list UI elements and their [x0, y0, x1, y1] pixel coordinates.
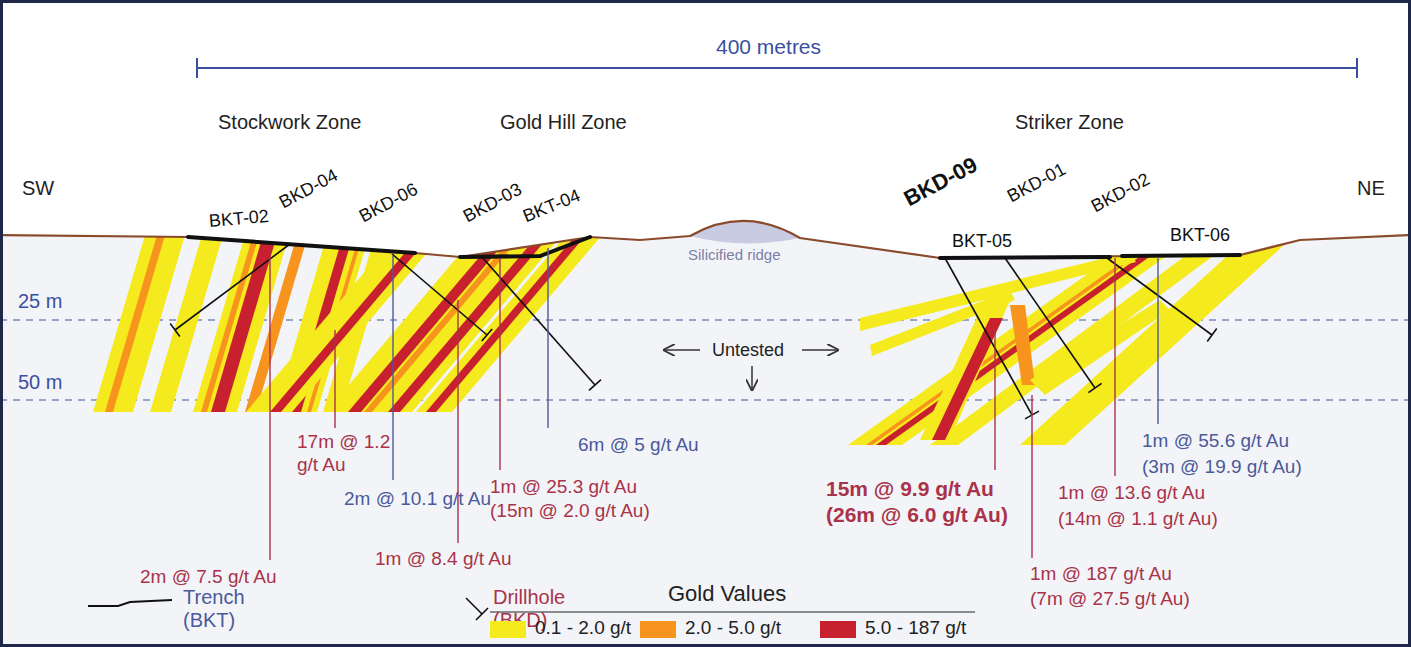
legend-text: Trench (BKT): [183, 586, 263, 632]
section-label: Untested: [712, 340, 784, 362]
section-label: 400 metres: [716, 34, 821, 59]
section-label: 1m @ 187 g/t Au: [1030, 563, 1172, 586]
gold-vein: [426, 235, 586, 412]
section-label: BKD-01: [1004, 159, 1070, 208]
section-label: BKD-09: [900, 152, 983, 213]
legend-text: 0.1 - 2.0 g/t: [535, 617, 631, 640]
drillhole-end: [589, 380, 601, 391]
trench-sample: [88, 600, 172, 606]
leader-line: [1114, 258, 1115, 476]
leader-line: [994, 330, 995, 470]
section-label: 1m @ 8.4 g/t Au: [375, 548, 512, 571]
gold-vein: [920, 300, 1010, 440]
section-label: Gold Values: [668, 581, 786, 607]
leader-line: [1031, 395, 1032, 558]
ground: [3, 221, 1408, 644]
leader-line: [499, 258, 500, 470]
drillhole: [945, 258, 1032, 415]
section-label: 50 m: [18, 370, 62, 394]
section-label: Striker Zone: [1015, 110, 1124, 134]
gold-vein: [1030, 300, 1170, 395]
drillhole-group: [170, 244, 1217, 419]
section-label: 1m @ 55.6 g/t Au: [1142, 430, 1289, 453]
scale-bar: [197, 58, 1357, 78]
drillhole-end: [170, 324, 180, 337]
leader-line: [334, 330, 335, 428]
section-label: BKD-04: [276, 165, 342, 214]
drillhole-end: [1088, 383, 1101, 392]
section-label: BKT-02: [208, 206, 270, 233]
section-label: 15m @ 9.9 g/t Au: [826, 476, 994, 501]
leader-line: [547, 248, 548, 428]
section-label: SW: [22, 176, 54, 200]
gold-vein: [932, 318, 1003, 440]
section-label: Stockwork Zone: [218, 110, 361, 134]
section-label: BKD-03: [460, 179, 526, 228]
drillhole-end: [482, 329, 492, 341]
section-label: (14m @ 1.1 g/t Au): [1058, 508, 1218, 531]
legend-text: 2.0 - 5.0 g/t: [685, 617, 781, 640]
section-label: Gold Hill Zone: [500, 110, 627, 134]
section-label: BKD-06: [356, 179, 422, 228]
section-label: (3m @ 19.9 g/t Au): [1142, 456, 1302, 479]
section-label: NE: [1357, 176, 1385, 200]
legend-swatch: [640, 621, 676, 638]
gold-vein: [1010, 305, 1035, 385]
section-label: 1m @ 25.3 g/t Au: [490, 476, 637, 499]
section-label: BKD-02: [1088, 169, 1154, 218]
leader-group: [270, 248, 1158, 560]
legend-swatch: [490, 621, 526, 638]
drillhole: [175, 244, 290, 330]
legend-swatch: [820, 621, 856, 638]
drillhole-sample: [466, 598, 488, 620]
section-label: 2m @ 7.5 g/t Au: [140, 566, 277, 589]
legend-rule: [490, 611, 975, 612]
section-label: 1m @ 13.6 g/t Au: [1058, 482, 1205, 505]
drillhole: [1005, 258, 1095, 388]
section-label: BKT-04: [520, 185, 584, 228]
section-panel: 400 metresSW NE Stockwork Zone Gold Hill Zo…: [3, 3, 1408, 644]
section-label: BKT-05: [952, 231, 1012, 253]
leader-line: [269, 250, 270, 560]
section-label: 6m @ 5 g/t Au: [578, 434, 699, 457]
drillhole: [392, 254, 487, 335]
silicified-ridge: [690, 221, 800, 244]
section-label: (26m @ 6.0 g/t Au): [826, 502, 1008, 527]
legend-text: 5.0 - 187 g/t: [865, 617, 966, 640]
section-label: 2m @ 10.1 g/t Au: [344, 488, 491, 511]
section-label: (7m @ 27.5 g/t Au): [1030, 588, 1190, 611]
section-label: BKT-06: [1170, 225, 1230, 247]
section-label: 17m @ 1.2 g/t Au: [297, 431, 407, 477]
leader-line: [1157, 257, 1158, 424]
section-label: (15m @ 2.0 g/t Au): [490, 500, 650, 523]
section-label: Silicified ridge: [688, 246, 781, 264]
gold-vein: [876, 245, 1166, 445]
leader-line: [392, 256, 393, 480]
cross-section: [3, 3, 1408, 644]
section-label: 25 m: [18, 289, 62, 313]
drillhole: [482, 257, 595, 385]
gold-vein: [416, 235, 602, 412]
drillhole-end: [1207, 329, 1216, 342]
drillhole: [1107, 258, 1212, 335]
